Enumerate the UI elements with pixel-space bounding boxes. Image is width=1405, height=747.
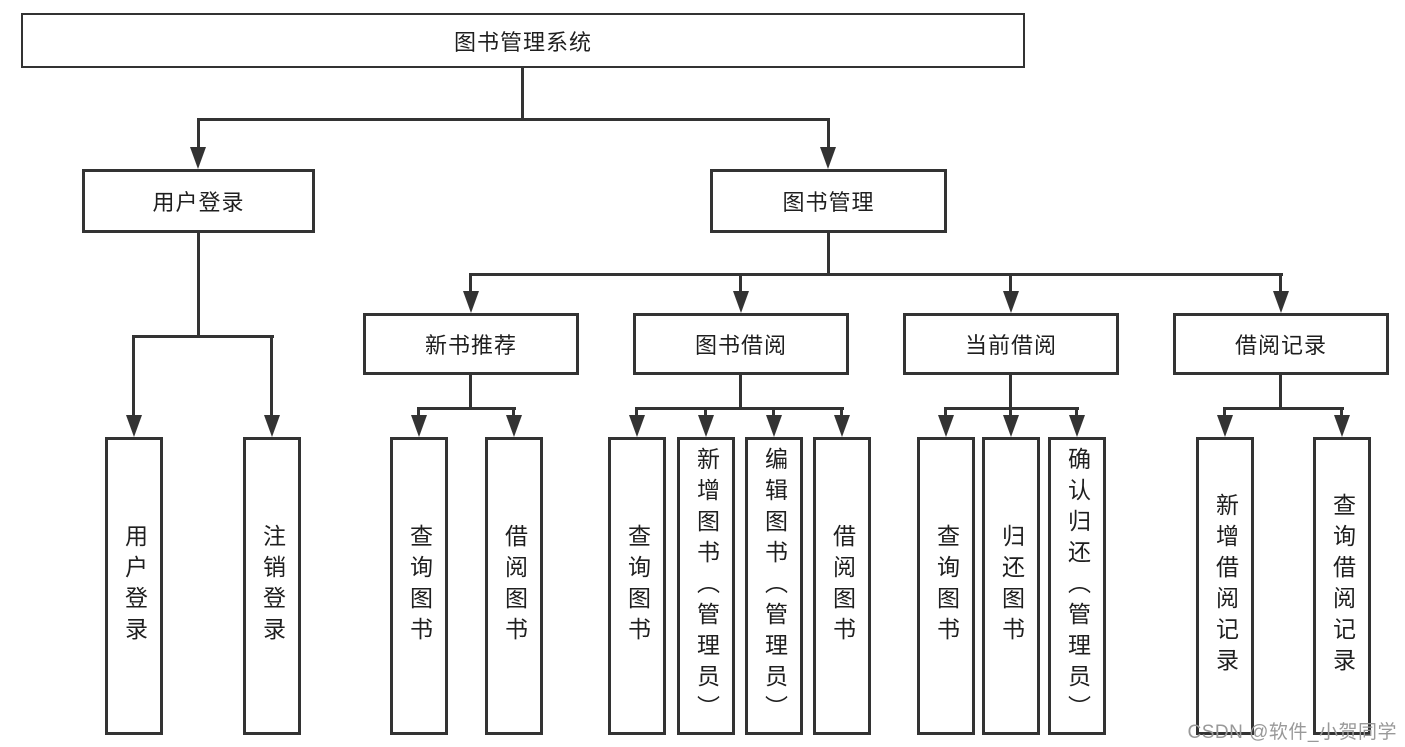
arrowhead-login bbox=[190, 147, 206, 169]
connector-login-rail bbox=[132, 335, 274, 338]
leaf-edit-book-admin: 编辑图书（管理员） bbox=[745, 437, 803, 735]
connector-records-stem bbox=[1279, 375, 1282, 407]
leaf-label: 查询图书 bbox=[933, 524, 960, 648]
arrowhead-module bbox=[1003, 291, 1019, 313]
leaf-label: 归还图书 bbox=[998, 524, 1025, 648]
connector-drop-module bbox=[739, 273, 742, 293]
leaf-confirm-return-admin: 确认归还（管理员） bbox=[1048, 437, 1106, 735]
node-label: 图书借阅 bbox=[694, 333, 787, 358]
connector-records-rail bbox=[1223, 407, 1344, 410]
arrowhead-leaf bbox=[264, 415, 280, 437]
arrowhead-leaf bbox=[506, 415, 522, 437]
connector-root-stem bbox=[521, 68, 524, 118]
arrowhead-leaf bbox=[126, 415, 142, 437]
node-label: 当前借阅 bbox=[964, 333, 1057, 358]
connector-level3-rail bbox=[469, 273, 1283, 276]
leaf-borrow-books-borrowing: 借阅图书 bbox=[813, 437, 871, 735]
connector-drop-leaf bbox=[1223, 407, 1226, 417]
connector-level2-rail bbox=[197, 118, 830, 121]
leaf-label: 借阅图书 bbox=[501, 524, 528, 648]
connector-drop-management bbox=[827, 118, 830, 150]
node-current-borrowing: 当前借阅 bbox=[903, 313, 1119, 375]
node-user-login-branch: 用户登录 bbox=[82, 169, 315, 233]
connector-login-stem bbox=[197, 233, 200, 335]
arrowhead-module bbox=[463, 291, 479, 313]
connector-management-stem bbox=[827, 233, 830, 273]
connector-drop-leaf bbox=[512, 407, 515, 417]
leaf-query-books-recommend: 查询图书 bbox=[390, 437, 448, 735]
node-label: 用户登录 bbox=[152, 190, 245, 215]
arrowhead-leaf bbox=[1217, 415, 1233, 437]
connector-drop-leaf bbox=[1009, 407, 1012, 417]
leaf-label: 用户登录 bbox=[121, 524, 148, 648]
arrowhead-leaf bbox=[1003, 415, 1019, 437]
leaf-borrow-books-recommend: 借阅图书 bbox=[485, 437, 543, 735]
connector-drop-module bbox=[1279, 273, 1282, 293]
leaf-query-books-borrowing: 查询图书 bbox=[608, 437, 666, 735]
connector-current-stem bbox=[1009, 375, 1012, 407]
leaf-label: 查询图书 bbox=[406, 524, 433, 648]
connector-borrowing-stem bbox=[739, 375, 742, 407]
connector-drop-leaf bbox=[772, 407, 775, 417]
arrowhead-leaf bbox=[766, 415, 782, 437]
node-new-book-recommend: 新书推荐 bbox=[363, 313, 579, 375]
leaf-label: 新增借阅记录 bbox=[1212, 493, 1239, 679]
node-root-system: 图书管理系统 bbox=[21, 13, 1025, 68]
leaf-return-book: 归还图书 bbox=[982, 437, 1040, 735]
leaf-label: 查询借阅记录 bbox=[1329, 493, 1356, 679]
leaf-label: 注销登录 bbox=[259, 524, 286, 648]
csdn-watermark: CSDN @软件_小贺同学 bbox=[1187, 722, 1397, 743]
node-label: 新书推荐 bbox=[424, 333, 517, 358]
leaf-add-borrow-record: 新增借阅记录 bbox=[1196, 437, 1254, 735]
leaf-user-login: 用户登录 bbox=[105, 437, 163, 735]
arrowhead-leaf bbox=[629, 415, 645, 437]
leaf-logout: 注销登录 bbox=[243, 437, 301, 735]
leaf-label: 编辑图书（管理员） bbox=[761, 446, 788, 726]
leaf-label: 查询图书 bbox=[624, 524, 651, 648]
connector-drop-leaf bbox=[417, 407, 420, 417]
arrowhead-leaf bbox=[834, 415, 850, 437]
connector-drop-module bbox=[469, 273, 472, 293]
arrowhead-leaf bbox=[1069, 415, 1085, 437]
leaf-query-borrow-record: 查询借阅记录 bbox=[1313, 437, 1371, 735]
leaf-label: 新增图书（管理员） bbox=[693, 446, 720, 726]
arrowhead-leaf bbox=[938, 415, 954, 437]
node-label: 借阅记录 bbox=[1234, 333, 1327, 358]
connector-drop-leaf bbox=[944, 407, 947, 417]
connector-drop-login bbox=[197, 118, 200, 150]
node-book-management-branch: 图书管理 bbox=[710, 169, 947, 233]
connector-drop-leaf bbox=[1075, 407, 1078, 417]
arrowhead-leaf bbox=[411, 415, 427, 437]
connector-recommend-rail bbox=[417, 407, 516, 410]
connector-drop-leaf bbox=[1340, 407, 1343, 417]
connector-drop-leaf bbox=[704, 407, 707, 417]
leaf-label: 确认归还（管理员） bbox=[1064, 446, 1091, 726]
leaf-query-books-current: 查询图书 bbox=[917, 437, 975, 735]
leaf-add-book-admin: 新增图书（管理员） bbox=[677, 437, 735, 735]
arrowhead-leaf bbox=[1334, 415, 1350, 437]
arrowhead-leaf bbox=[698, 415, 714, 437]
connector-recommend-stem bbox=[469, 375, 472, 407]
arrowhead-management bbox=[820, 147, 836, 169]
connector-drop-module bbox=[1009, 273, 1012, 293]
leaf-label: 借阅图书 bbox=[829, 524, 856, 648]
connector-borrowing-rail bbox=[635, 407, 844, 410]
connector-drop-leaf bbox=[840, 407, 843, 417]
arrowhead-module bbox=[733, 291, 749, 313]
node-label: 图书管理 bbox=[782, 190, 875, 215]
arrowhead-module bbox=[1273, 291, 1289, 313]
node-borrowing-records: 借阅记录 bbox=[1173, 313, 1389, 375]
connector-drop-leaf bbox=[132, 335, 135, 417]
connector-drop-leaf bbox=[270, 335, 273, 417]
node-book-borrowing: 图书借阅 bbox=[633, 313, 849, 375]
connector-drop-leaf bbox=[635, 407, 638, 417]
node-label: 图书管理系统 bbox=[453, 29, 592, 55]
